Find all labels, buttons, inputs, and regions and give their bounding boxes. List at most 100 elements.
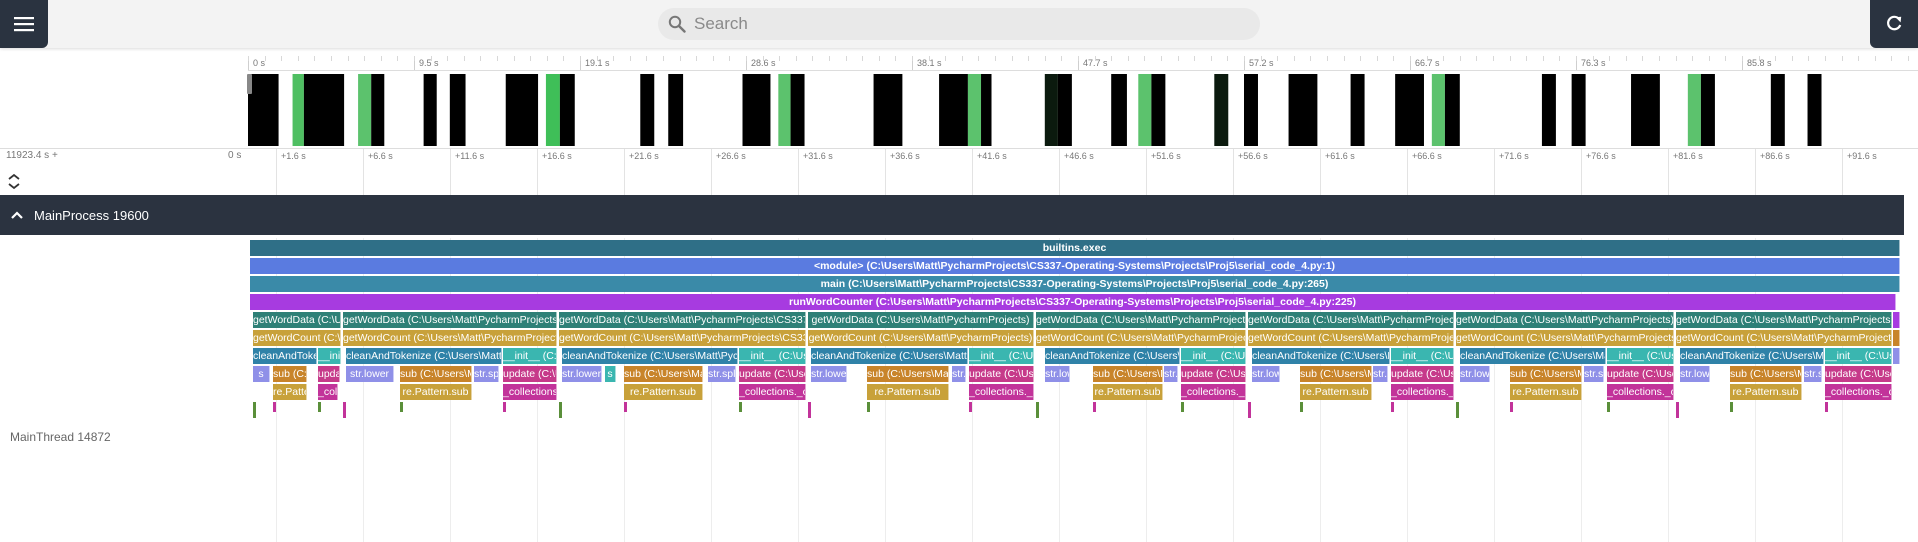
flame-frame[interactable]: sub (C:\Users) [273,366,307,382]
flame-frame[interactable]: _collections._count_elements [1181,384,1246,400]
flame-frame[interactable]: getWordCount (C:\Users\Matt\PycharmProje… [343,330,557,346]
flame-frame[interactable]: re.Pattern.sub [400,384,472,400]
overview-minor-tick [314,56,316,61]
flame-frame[interactable]: str.lower [1045,366,1070,382]
flame-frame[interactable]: cleanAndTokenize (C:\Users\Matt\PycharmP… [562,348,738,364]
flame-frame[interactable]: cleanAndTokenize (C:\Users\Matt) [1045,348,1180,364]
flame-frame[interactable]: __init__ (C:\Users) [1825,348,1892,364]
flame-frame[interactable]: sub (C:\Users\Matt) [867,366,949,382]
flame-frame[interactable]: _collections._count_elements [318,384,338,400]
flame-frame[interactable]: getWordCount (C:\Users\Matt\PycharmProje… [253,330,341,346]
flame-frame[interactable]: re.Pattern.sub [1093,384,1163,400]
flame-frame[interactable]: update (C:\Users\Matt) [503,366,557,382]
flame-frame[interactable]: cleanAndTokenize (C:\Users\Matt\PycharmP… [346,348,502,364]
flame-frame[interactable]: str.lower [1460,366,1490,382]
search-input[interactable] [694,9,1234,39]
flame-frame[interactable]: update (C:\Users) [318,366,340,382]
flame-frame[interactable]: getWordData (C:\Users\Matt\PycharmProjec… [808,312,1034,328]
flame-frame[interactable]: str.split [1164,366,1178,382]
flame-frame[interactable]: cleanAndTokenize (C:\Users\Matt) [1460,348,1606,364]
flame-frame[interactable]: sub (C:\Users\Matt) [1730,366,1802,382]
menu-button[interactable] [0,0,48,48]
flame-frame[interactable]: __init__ (C:\Users) [503,348,557,364]
overview-activity-track[interactable] [248,72,1918,148]
flame-frame[interactable]: str.split [708,366,736,382]
process-header[interactable]: MainProcess 19600 [0,195,1904,235]
flame-frame[interactable]: main (C:\Users\Matt\PycharmProjects\CS33… [250,276,1900,292]
flame-frame[interactable]: cleanAndTokenize (C:\Users\Matt) [1252,348,1390,364]
flame-frame[interactable]: re.Pattern.sub [1730,384,1802,400]
flame-frame[interactable]: __init__ (C:\Users) [969,348,1034,364]
flame-frame[interactable]: getWordData (C:\Users\Matt\PycharmProjec… [1248,312,1454,328]
flame-frame[interactable]: getWordData (C:\Users\Matt\PycharmProjec… [343,312,557,328]
flame-frame[interactable]: __init__ (C:\Users) [1391,348,1454,364]
flame-frame[interactable]: str.lower [1680,366,1710,382]
flame-frame[interactable]: re.Pattern.sub [1300,384,1372,400]
flame-frame[interactable]: update (C:\Users) [1607,366,1674,382]
flame-frame[interactable]: getWordCount (C:\Users\Matt\PycharmProje… [1036,330,1246,346]
flame-frame[interactable]: sub (C:\Users\Matt) [400,366,472,382]
flame-frame[interactable]: getWordCount (C:\Users\Matt\PycharmProje… [808,330,1034,346]
flame-frame[interactable]: sub (C:\Users\Matt) [1093,366,1163,382]
flame-frame[interactable]: update (C:\Users) [1391,366,1454,382]
flame-frame[interactable]: sub (C:\Users\Matt) [1300,366,1372,382]
flame-frame[interactable]: __init__ (C:\Users) [739,348,806,364]
flame-frame[interactable]: <module> (C:\Users\Matt\PycharmProjects\… [250,258,1900,274]
flame-frame[interactable] [1893,348,1900,364]
flame-frame[interactable]: str.split [1373,366,1388,382]
overview-minor-tick [1376,56,1378,61]
flame-frame[interactable]: getWordData (C:\Users\Matt\PycharmProjec… [559,312,806,328]
flame-frame[interactable]: getWordCount (C:\Users\Matt\PycharmProje… [1456,330,1674,346]
flame-frame[interactable]: runWordCounter (C:\Users\Matt\PycharmPro… [250,294,1896,310]
flame-frame[interactable]: str.split [474,366,499,382]
flame-frame[interactable]: update (C:\Users) [969,366,1034,382]
flame-frame[interactable]: update (C:\Users) [1825,366,1892,382]
flame-frame[interactable]: re.Pattern.sub [1510,384,1582,400]
flame-frame[interactable]: sub (C:\Users\Matt) [624,366,703,382]
flame-frame[interactable]: re.Pattern.sub [624,384,703,400]
flame-frame[interactable]: str.lower [811,366,847,382]
search-box[interactable] [658,8,1260,40]
flame-frame[interactable]: _collections._count_elements [503,384,557,400]
flame-frame[interactable]: s [605,366,616,382]
flame-frame[interactable]: getWordCount (C:\Users\Matt\PycharmProje… [559,330,806,346]
flame-frame[interactable]: __init__ (C:\Users) [1607,348,1674,364]
flame-frame[interactable]: str.lower [1252,366,1280,382]
overview-drag-handle[interactable] [247,74,252,94]
flame-frame[interactable]: _collections._count_elements [1607,384,1674,400]
flame-frame[interactable]: str.lower [562,366,602,382]
flame-frame[interactable]: re.Pattern.sub [867,384,949,400]
flame-frame[interactable]: re.Pattern.sub [273,384,307,400]
activity-block [1631,74,1660,146]
flame-frame[interactable]: str.split [952,366,966,382]
flame-frame[interactable]: str.lower [346,366,394,382]
reload-button[interactable] [1870,0,1918,48]
flame-frame[interactable]: __init__ (C:\Users) [1181,348,1246,364]
flame-frame[interactable]: _collections._count_elements [1825,384,1892,400]
chevron-up-icon[interactable] [10,210,24,220]
flame-frame[interactable]: _collections._count_elements [739,384,806,400]
overview-minor-tick [1858,56,1860,61]
collapse-expand-icon[interactable] [6,172,22,192]
flame-frame[interactable]: getWordData (C:\Users\Matt\PycharmProjec… [253,312,341,328]
flame-frame[interactable]: getWordData (C:\Users\Matt\PycharmProjec… [1676,312,1892,328]
flame-frame[interactable]: getWordCount (C:\Users\Matt\PycharmProje… [1676,330,1892,346]
flame-frame[interactable]: builtins.exec [250,240,1900,256]
flame-frame[interactable]: _collections._count_elements [1391,384,1454,400]
flame-frame[interactable]: getWordCount (C:\Users\Matt\PycharmProje… [1248,330,1454,346]
flame-frame[interactable]: _collections._count_elements [969,384,1034,400]
flame-frame[interactable]: cleanAndTokenize (C:\Users\Matt) [1680,348,1824,364]
flame-frame[interactable]: getWordData (C:\Users\Matt\PycharmProjec… [1036,312,1246,328]
flame-frame[interactable]: str.split [1584,366,1604,382]
flame-frame[interactable] [1893,330,1900,346]
flame-frame[interactable]: update (C:\Users) [1181,366,1246,382]
flame-frame[interactable]: sub (C:\Users\Matt) [1510,366,1582,382]
flame-frame[interactable]: __init__ [318,348,341,364]
flame-frame[interactable]: getWordData (C:\Users\Matt\PycharmProjec… [1456,312,1674,328]
flame-frame[interactable]: update (C:\Users\Matt) [739,366,806,382]
flame-frame[interactable]: cleanAndTokenize (C:\Users\Matt) [253,348,317,364]
flame-frame[interactable] [1893,312,1900,328]
flame-frame[interactable]: s [253,366,270,382]
flame-frame[interactable]: cleanAndTokenize (C:\Users\Matt) [811,348,968,364]
flame-frame[interactable]: str.split [1804,366,1822,382]
